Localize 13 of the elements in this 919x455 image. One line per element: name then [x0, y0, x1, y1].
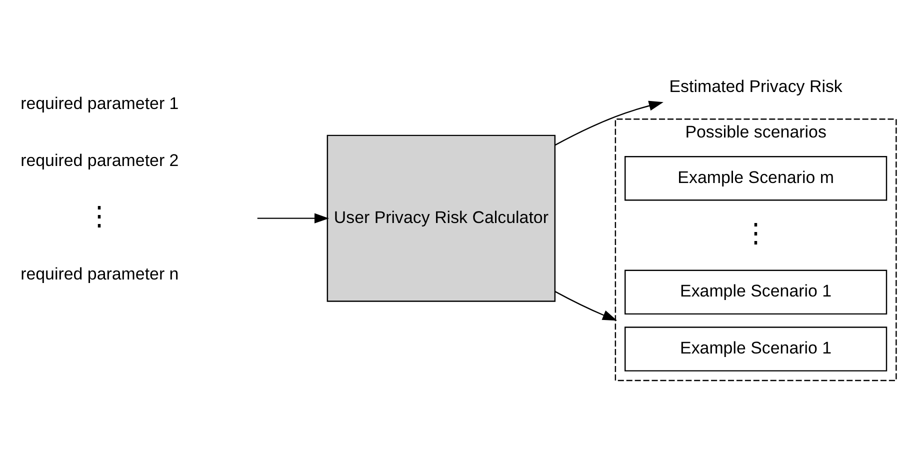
arrow [257, 212, 330, 223]
label: ⋮ [742, 218, 770, 248]
label: required parameter 1 [20, 94, 179, 113]
label: required parameter n [20, 264, 179, 284]
node-box: Example Scenario m [624, 156, 888, 200]
node-box: Example Scenario 1 [624, 269, 888, 314]
node-text: Estimated Privacy Risk [669, 76, 842, 96]
arrow [554, 100, 664, 146]
node-box: Example Scenario 1 [624, 326, 888, 371]
label: required parameter 2 [20, 150, 179, 170]
arrow [554, 290, 618, 320]
node-box: User Privacy Risk Calculator [326, 134, 556, 302]
label: ⋮ [86, 200, 114, 231]
